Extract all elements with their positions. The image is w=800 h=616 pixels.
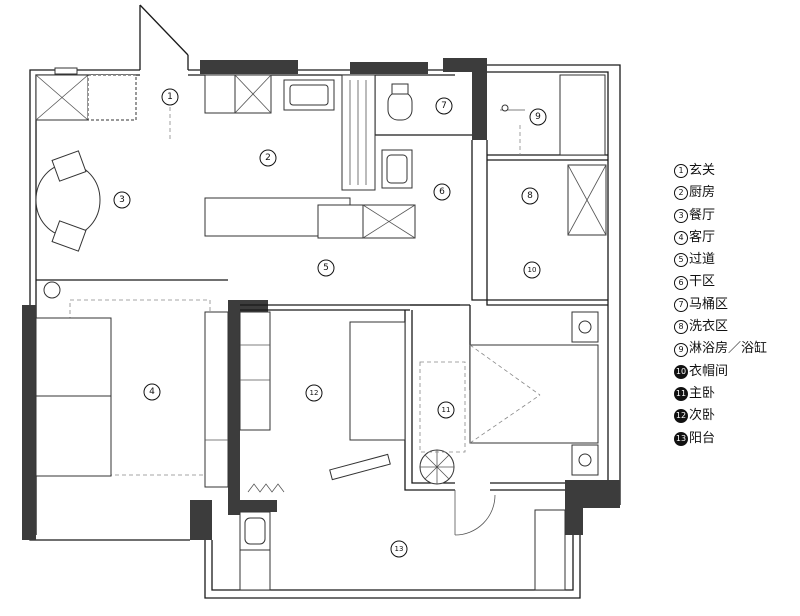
legend-number: 8: [674, 320, 688, 335]
room-marker-12: 12: [305, 384, 323, 402]
structural-walls: [22, 58, 620, 540]
legend-label: 阳台: [689, 430, 716, 446]
living-room: [35, 299, 229, 488]
legend-label: 干区: [689, 274, 716, 290]
svg-text:7: 7: [441, 101, 447, 111]
legend-label: 玄关: [689, 163, 716, 178]
legend-label: 过道: [689, 252, 716, 268]
legend-label: 洗衣区: [689, 319, 729, 335]
svg-text:8: 8: [527, 191, 533, 201]
legend-label: 次卧: [689, 408, 716, 424]
svg-text:2: 2: [265, 153, 271, 163]
second-bedroom: [239, 311, 406, 493]
dining-set: [35, 150, 101, 299]
svg-text:5: 5: [323, 263, 329, 273]
legend-number: 13: [674, 431, 688, 446]
svg-text:1: 1: [167, 92, 173, 102]
legend-label: 主卧: [689, 385, 716, 401]
room-marker-7: 7: [435, 97, 453, 115]
legend-number: 6: [674, 275, 688, 290]
room-marker-8: 8: [521, 187, 539, 205]
room-marker-2: 2: [259, 149, 277, 167]
kitchen: [204, 74, 416, 239]
svg-text:13: 13: [395, 545, 404, 553]
legend-number: 7: [674, 297, 688, 312]
legend-label: 餐厅: [689, 207, 716, 223]
room-marker-10: 10: [523, 261, 541, 279]
room-marker-11: 11: [437, 401, 455, 419]
interior-partitions: [36, 75, 608, 491]
bathroom: [381, 74, 607, 236]
room-marker-13: 13: [390, 540, 408, 558]
legend-label: 淋浴房／浴缸: [689, 341, 768, 357]
room-marker-4: 4: [143, 383, 161, 401]
legend-number: 5: [674, 253, 688, 268]
room-markers: 1 2 3 4 5 6 7 8 9 10 11 12 13: [113, 88, 547, 558]
room-marker-3: 3: [113, 191, 131, 209]
legend-number: 2: [674, 186, 688, 201]
legend-number: 1: [674, 164, 688, 179]
legend-number: 4: [674, 231, 688, 246]
svg-text:6: 6: [439, 187, 445, 197]
room-marker-9: 9: [529, 108, 547, 126]
entrance-cabinet: [35, 67, 171, 140]
balcony: [239, 490, 566, 591]
legend-label: 马桶区: [689, 296, 729, 312]
svg-text:3: 3: [119, 195, 125, 205]
room-marker-1: 1: [161, 88, 179, 106]
master-bedroom: [419, 311, 599, 485]
legend-label: 厨房: [689, 185, 716, 201]
room-marker-5: 5: [317, 259, 335, 277]
room-marker-6: 6: [433, 183, 451, 201]
svg-text:9: 9: [535, 112, 541, 122]
legend-label: 衣帽间: [689, 363, 729, 379]
legend-label: 客厅: [689, 229, 716, 245]
legend-number: 11: [674, 387, 688, 402]
legend-number: 12: [674, 409, 688, 424]
legend-number: 10: [674, 364, 688, 379]
svg-text:4: 4: [149, 387, 155, 397]
legend-number: 3: [674, 208, 688, 223]
legend-number: 9: [674, 342, 688, 357]
svg-text:10: 10: [528, 266, 537, 274]
svg-text:12: 12: [310, 389, 319, 397]
svg-text:11: 11: [442, 406, 451, 414]
